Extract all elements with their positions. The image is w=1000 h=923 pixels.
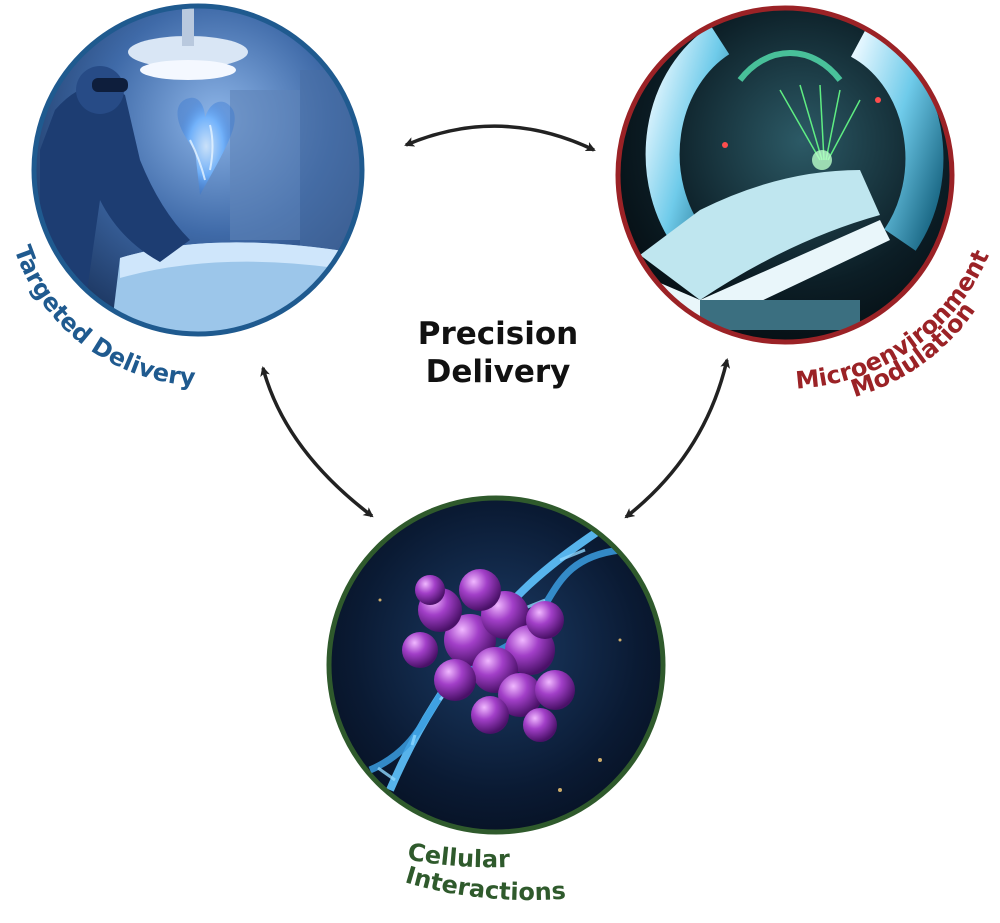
cellular-interactions-image bbox=[326, 495, 666, 835]
hologram-heart-icon bbox=[177, 97, 235, 195]
arrow-targeted-micro bbox=[404, 124, 596, 152]
protein-cluster-icon bbox=[402, 569, 575, 742]
arrow-micro-cellular bbox=[624, 358, 731, 519]
arrow-targeted-cellular bbox=[260, 366, 374, 518]
targeted-delivery-image bbox=[31, 3, 365, 337]
microenvironment-modulation-image bbox=[615, 5, 955, 345]
center-title-line2: Delivery bbox=[426, 354, 571, 390]
center-title-line1: Precision bbox=[418, 316, 578, 352]
